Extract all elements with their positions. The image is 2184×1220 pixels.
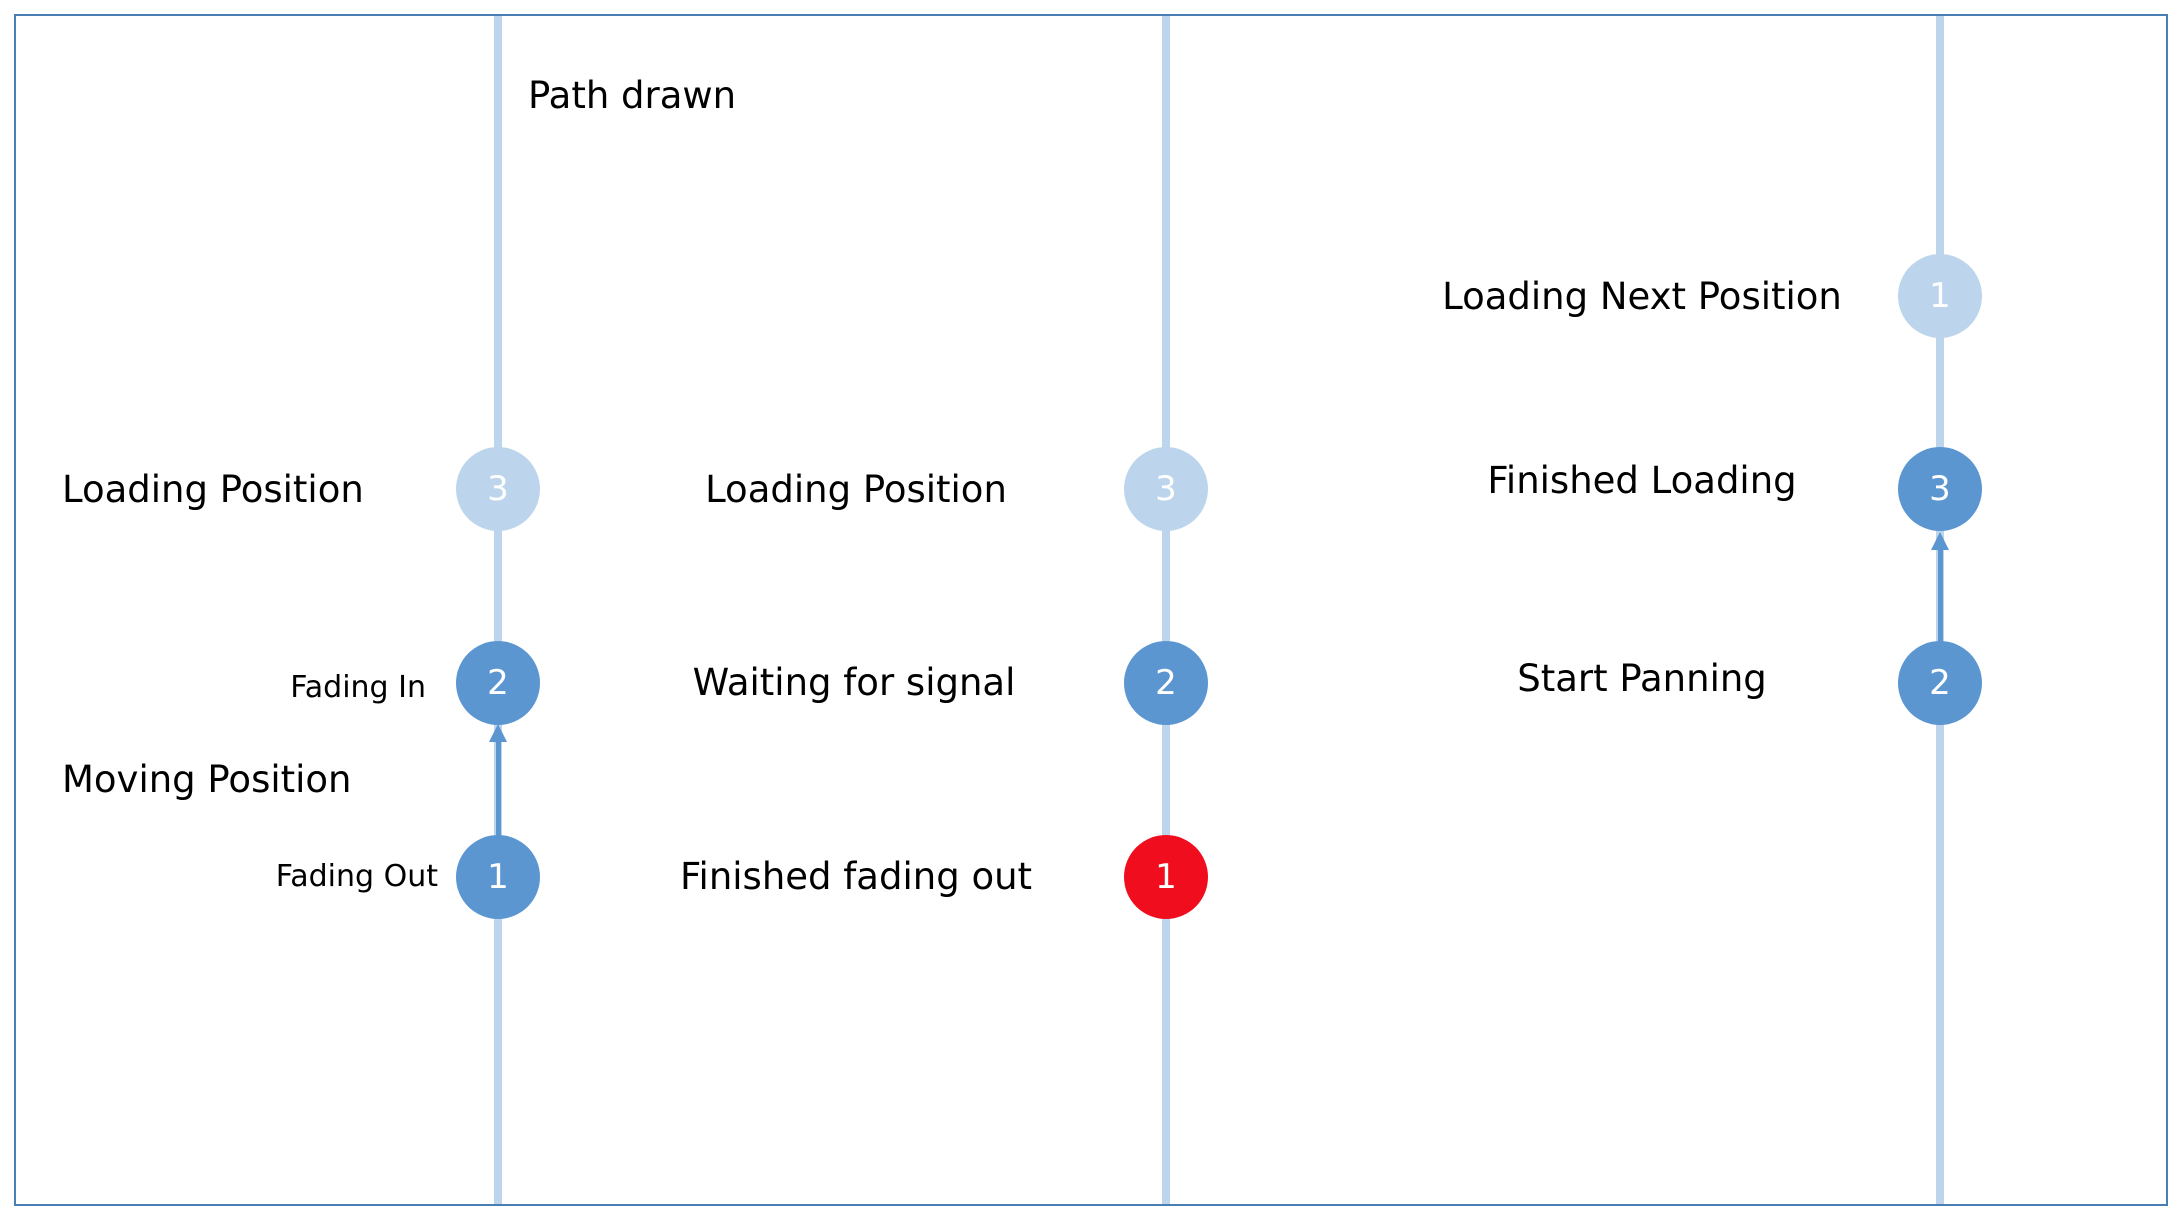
column-2-state-3-label: Loading Position <box>705 468 1007 511</box>
column-3-state-3-label: Finished Loading <box>1487 459 1797 502</box>
column-1-state-3-label: Loading Position <box>62 468 364 511</box>
path-drawn-label: Path drawn <box>528 74 737 117</box>
column-2-state-1-node: 1 <box>1124 835 1208 919</box>
column-2-state-3-node: 3 <box>1124 447 1208 531</box>
column-1-arrowhead <box>489 724 507 742</box>
timeline-track-1 <box>494 16 502 1204</box>
column-3-state-2-label: Start Panning <box>1517 657 1767 700</box>
column-3-transition-arrow <box>1938 548 1943 644</box>
diagram-frame <box>14 14 2168 1206</box>
column-3-state-1-label: Loading Next Position <box>1442 275 1842 318</box>
column-3-arrowhead <box>1931 532 1949 550</box>
column-1-state-2-node: 2 <box>456 641 540 725</box>
timeline-track-2 <box>1162 16 1170 1204</box>
column-1-transition-arrow <box>496 740 501 838</box>
column-1-state-1-label: Fading Out <box>275 859 438 894</box>
column-2-state-2-label: Waiting for signal <box>692 661 1016 704</box>
column-2-state-2-node: 2 <box>1124 641 1208 725</box>
column-1-state-2-label: Fading In <box>290 670 426 705</box>
column-1-state-1-node: 1 <box>456 835 540 919</box>
column-1-state-3-node: 3 <box>456 447 540 531</box>
column-2-state-1-label: Finished fading out <box>679 855 1033 898</box>
column-3-state-3-node: 3 <box>1898 447 1982 531</box>
column-3-state-2-node: 2 <box>1898 641 1982 725</box>
column-3-state-1-node: 1 <box>1898 254 1982 338</box>
moving-position-label: Moving Position <box>62 758 352 801</box>
